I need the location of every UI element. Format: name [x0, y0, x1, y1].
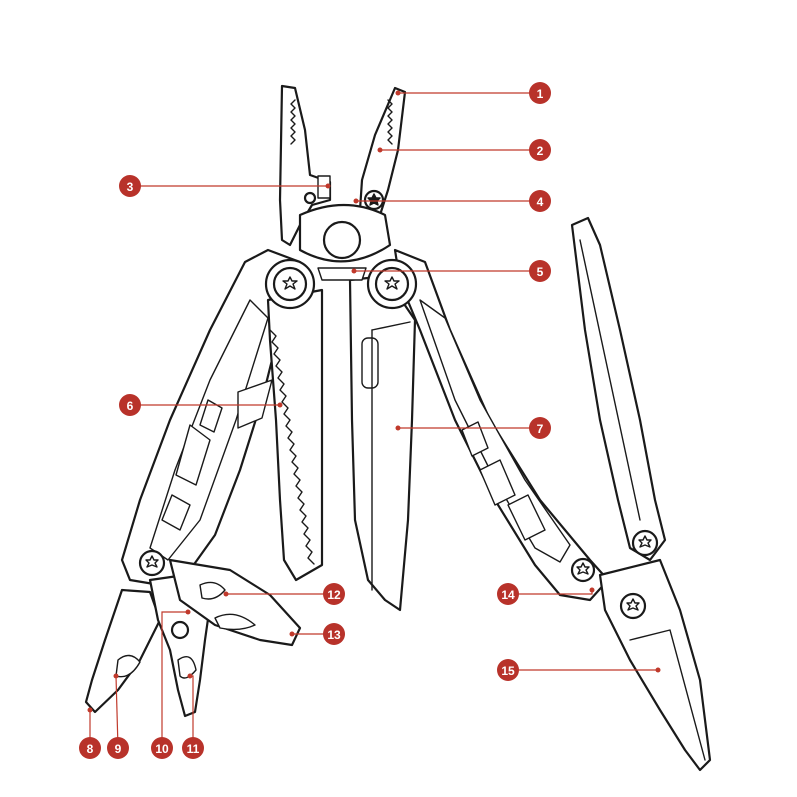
callout-number: 1 [537, 87, 544, 101]
callout-number: 13 [327, 628, 341, 642]
callout-number: 5 [537, 265, 544, 279]
right-long-tool [570, 216, 667, 562]
pivot-screws [264, 258, 418, 310]
callout-number: 15 [501, 664, 515, 678]
callout-badge-15: 15 [497, 659, 519, 681]
callout-badge-3: 3 [119, 175, 141, 197]
callout-number: 11 [187, 742, 200, 756]
callout-number: 4 [537, 195, 544, 209]
callout-badge-4: 4 [529, 190, 551, 212]
saw-blade [266, 288, 324, 582]
callout-badge-2: 2 [529, 139, 551, 161]
pliers-jaws [278, 84, 407, 263]
callout-badge-13: 13 [323, 623, 345, 645]
callout-badge-11: 11 [182, 737, 204, 759]
callout-number: 12 [327, 588, 341, 602]
callout-badge-14: 14 [497, 583, 519, 605]
leader-dots [87, 90, 661, 713]
right-handle [393, 248, 610, 602]
callout-number: 10 [155, 742, 169, 756]
callout-badge-7: 7 [529, 417, 551, 439]
callout-number: 2 [537, 144, 544, 158]
callout-number: 14 [501, 588, 515, 602]
callout-badge-1: 1 [529, 82, 551, 104]
right-blade-tool [598, 558, 712, 772]
left-handle [120, 248, 302, 587]
callout-badge-6: 6 [119, 394, 141, 416]
callout-badge-9: 9 [107, 737, 129, 759]
callout-badge-12: 12 [323, 583, 345, 605]
callout-badge-8: 8 [79, 737, 101, 759]
knife-blade [348, 274, 417, 612]
left-bottom-tools [84, 549, 302, 718]
callout-number: 6 [127, 399, 134, 413]
callout-badge-10: 10 [151, 737, 173, 759]
callout-number: 7 [537, 422, 544, 436]
callout-number: 3 [127, 180, 134, 194]
callout-badge-5: 5 [529, 260, 551, 282]
multitool-illustration [84, 84, 712, 772]
callout-number: 8 [87, 742, 94, 756]
callout-number: 9 [115, 742, 122, 756]
callout-badges: 1 2 3 4 5 6 7 8 [79, 82, 551, 759]
